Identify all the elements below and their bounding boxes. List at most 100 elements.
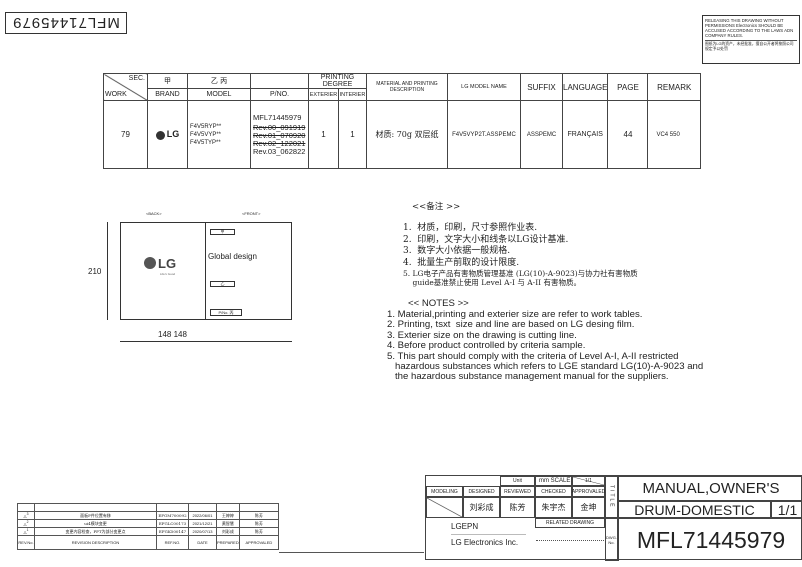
rev-approved: 陈芳 — [238, 527, 280, 536]
rev-ref: EFGM700092 — [156, 511, 189, 520]
rev-date-header: DATE — [188, 535, 217, 550]
rev-date: 2022/06/01 — [188, 511, 217, 520]
note-item: 3. 数字大小依据一般规格. — [403, 246, 511, 256]
corner-part-number: MFL71445979 — [5, 12, 127, 34]
fold-line — [205, 222, 206, 320]
scale-value: 1/1 — [572, 476, 605, 486]
height-dimension-line — [107, 222, 108, 320]
rev-desc: 变更内容检查，PPT为部分变更点 — [34, 527, 157, 536]
brand-name: LG — [166, 129, 180, 140]
rev-desc: ui4模块变更 — [34, 519, 157, 528]
rev-no: △1 — [17, 527, 35, 536]
warning-box: RELEASING THIS DRAWING WITHOUT PERMISSIO… — [702, 15, 800, 64]
warning-cn: 图纸为LG的资产，未经批准，擅自公开者将按照公司规定予以处罚 — [705, 40, 797, 51]
model-cn-header: 乙 丙 — [187, 73, 251, 89]
printing-degree-header: PRINTING DEGREE — [308, 73, 367, 89]
note-item: 2. 印刷，文字大小和线条以LG设计基准. — [403, 234, 569, 245]
old-revision: Rev.01_070920 — [253, 130, 306, 140]
approvaled-label: APPROVALED — [572, 486, 605, 497]
model-name: F4V5TYP** — [190, 139, 221, 146]
note-item: 4. Before product controlled by criteria… — [387, 340, 586, 352]
designed-label: DESIGNED — [463, 486, 500, 497]
reviewed-label: REVIEWED — [500, 486, 535, 497]
notes-en-title: << NOTES >> — [408, 298, 469, 309]
material-cell: 材质: 70g 双层纸 — [366, 100, 448, 169]
title-block: Unit mm SCALE 1/1 MODELING DESIGNED REVI… — [425, 475, 802, 561]
brand-box: 甲 — [210, 229, 235, 235]
rev-prepared-header: PREPARED — [216, 535, 240, 550]
back-label: <BACK> — [146, 211, 162, 216]
company-code: LGEPN — [451, 522, 479, 531]
company-name: LG Electronics Inc. — [451, 538, 519, 547]
current-revision: Rev.03_062822 — [253, 146, 306, 156]
notes-cn: 1. 材质，印刷，尺寸参照作业表.2. 印刷，文字大小和线条以LG设计基准.3.… — [403, 223, 638, 287]
language-cell: FRANÇAIS — [561, 100, 609, 169]
note-item: 1. Material,printing and exterier size a… — [387, 309, 643, 320]
rev-prepared: 刘彩成 — [216, 527, 240, 536]
width-dimension-line — [120, 341, 292, 342]
rev-approved: 陈芳 — [238, 519, 280, 528]
designer: 刘彩成 — [463, 497, 500, 518]
lg-model-header: LG MODEL NAME — [447, 73, 521, 101]
brand-cell: LG — [147, 100, 188, 169]
note-item: 1. 材质，印刷，尺寸参照作业表. — [403, 223, 538, 233]
checked-label: CHECKED — [535, 486, 572, 497]
note-item: the hazardous substance management manua… — [387, 371, 669, 383]
old-revision: Rev.02_122021 — [253, 138, 306, 148]
table-row: 79 LG F4V5RYP**F4V5VYP**F4V5TYP** MFL714… — [103, 100, 701, 169]
brand-cn-header: 甲 — [147, 73, 188, 89]
model-header: MODEL — [187, 88, 251, 101]
work-table: SEC.WORK 甲 乙 丙 PRINTING DEGREE MATERIAL … — [103, 73, 701, 169]
rev-desc-header: REVISION DESCRIPTION — [34, 535, 157, 550]
rev-no: △2 — [17, 519, 35, 528]
remark-header: REMARK — [647, 73, 701, 101]
rev-prepared: 王婷婷 — [216, 511, 240, 520]
rev-ref-header: REF.NO. — [156, 535, 189, 550]
note-item: 5. LG电子产品有害物质管理基准 (LG(10)-A-9023)与协力社有害物… — [403, 269, 638, 278]
drawing-number: MFL71445979 — [618, 518, 802, 561]
warning-en: RELEASING THIS DRAWING WITHOUT PERMISSIO… — [705, 18, 794, 38]
note-item: 4. 批量生产前取的设计限度. — [403, 257, 520, 268]
border-line — [279, 552, 424, 553]
modeling-cell — [426, 497, 463, 518]
front-label: <FRONT> — [242, 211, 261, 216]
rev-no-header: REV.No. — [17, 535, 35, 550]
note-item: 2. Printing, tsxt size and line are base… — [387, 319, 635, 331]
note-item: 3. Exterier size on the drawing is cutti… — [387, 329, 577, 341]
page-cell: 44 — [607, 100, 649, 169]
sheet-number: 1/1 — [771, 501, 802, 518]
pno-value: MFL71445979 — [253, 112, 302, 122]
note-item: 5. This part should comply with the crit… — [387, 350, 679, 362]
modeling-label: MODELING — [426, 486, 463, 497]
lg-model-cell: F4V5VYP2T.ASSPEMC — [447, 100, 521, 169]
suffix-cell: ASSPEMC — [520, 100, 563, 169]
interier-header: INTERIER — [338, 88, 367, 101]
width-dimension: 148 148 — [158, 330, 187, 339]
related-drawing-field — [536, 540, 604, 541]
title-line-1: MANUAL,OWNER'S — [618, 476, 802, 501]
rev-date: 2021/12/21 — [188, 519, 217, 528]
rev-approved: 陈芳 — [238, 511, 280, 520]
unit-label: Unit — [500, 476, 535, 486]
exterier-cell: 1 — [308, 100, 339, 169]
brand-header: BRAND — [147, 88, 188, 101]
interier-cell: 1 — [338, 100, 367, 169]
material-header: MATERIAL AND PRINTING DESCRIPTION — [366, 73, 448, 101]
work-header: WORK — [105, 91, 127, 98]
title-line-2: DRUM-DOMESTIC — [618, 501, 771, 518]
rev-prepared: 黄智慧 — [216, 519, 240, 528]
notes-cn-title: <<备注 >> — [412, 202, 461, 212]
old-revision: Rev.00_091919 — [253, 122, 306, 132]
remark-cell: VC4 550 — [647, 100, 701, 169]
pno-box: P/No. 丙 — [210, 309, 242, 316]
note-item: guide基准禁止使用 Level A-I 与 A-II 有害物质。 — [403, 277, 582, 287]
pno-header: P/NO. — [250, 88, 309, 101]
model-cell: F4V5RYP**F4V5VYP**F4V5TYP** — [187, 100, 251, 169]
lg-logo-icon — [155, 130, 165, 140]
rev-desc: 面板P件位置有移 — [34, 511, 157, 520]
rev-approved-header: APPROVALED — [238, 535, 280, 550]
